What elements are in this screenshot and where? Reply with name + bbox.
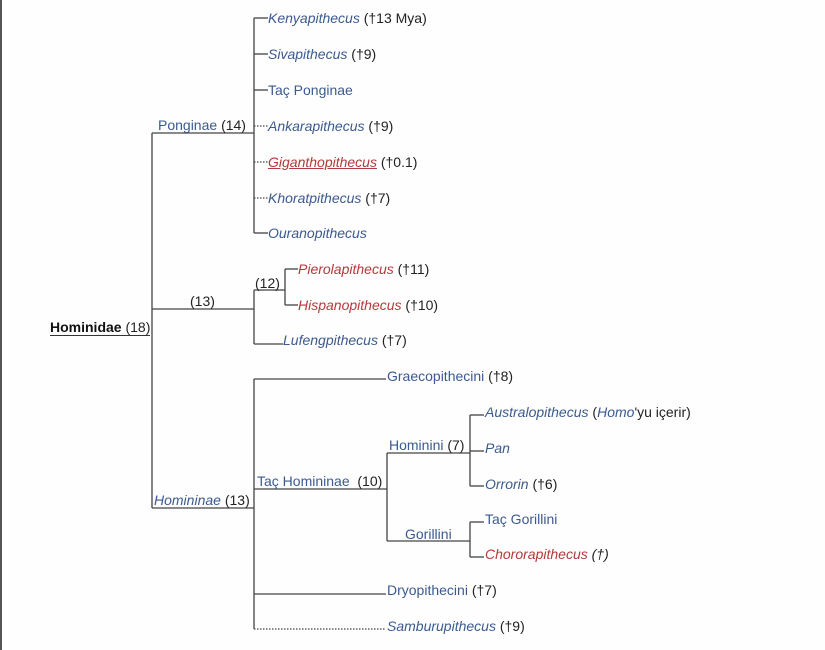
ponginae-name: Ponginae <box>158 117 218 133</box>
frame-border <box>0 0 2 650</box>
clade13-count: (13) <box>190 293 215 309</box>
taxon-name: Kenyapithecus <box>268 10 360 26</box>
root-label: Hominidae (18) <box>50 319 151 336</box>
taxon-note: (†6) <box>532 476 558 492</box>
leaf-orrorin: Orrorin (†6) <box>485 476 557 492</box>
taxon-link[interactable]: Giganthopithecus <box>268 154 377 170</box>
taxon-note: (†7) <box>381 332 407 348</box>
hominini-name: Hominini <box>389 437 444 453</box>
leaf-ankarapithecus: Ankarapithecus (†9) <box>268 118 393 134</box>
leaf-tac-gorillini: Taç Gorillini <box>485 511 557 527</box>
taxon-note: (†9) <box>368 118 394 134</box>
leaf-chororapithecus: Chororapithecus (†) <box>485 546 609 562</box>
taxon-name: Pan <box>485 440 510 456</box>
leaf-khoratpithecus: Khoratpithecus (†7) <box>268 190 390 206</box>
taxon-name: Orrorin <box>485 476 529 492</box>
taxon-name: Pierolapithecus <box>298 261 394 277</box>
ponginae-count: (14) <box>221 117 246 133</box>
root-count: (18) <box>125 319 151 335</box>
taxon-name: Lufengpithecus <box>283 332 378 348</box>
gorillini-label: Gorillini <box>405 526 452 542</box>
leaf-hispanopithecus: Hispanopithecus (†10) <box>298 297 438 313</box>
homininae-label: Homininae (13) <box>154 492 250 508</box>
leaf-samburupithecus: Samburupithecus (†9) <box>387 618 525 634</box>
leaf-dryopithecini: Dryopithecini (†7) <box>387 582 497 598</box>
taxon-name: Taç Ponginae <box>268 82 353 98</box>
taxon-name: Taç Gorillini <box>485 511 558 527</box>
taxon-note: (†13 Mya) <box>363 10 427 26</box>
leaf-pan: Pan <box>485 440 510 456</box>
taxon-name: Chororapithecus <box>485 546 588 562</box>
homininae-count: (13) <box>224 492 250 508</box>
leaf-ouranopithecus: Ouranopithecus <box>268 225 367 241</box>
leaf-sivapithecus: Sivapithecus (†9) <box>268 46 376 62</box>
taxon-note: (†7) <box>471 582 497 598</box>
taxon-note: (†9) <box>499 618 525 634</box>
taxon-name: Ankarapithecus <box>268 118 365 134</box>
taxon-name: Samburupithecus <box>387 618 496 634</box>
crown-homininae-name: Taç Homininae <box>257 473 350 489</box>
taxon-note: (†11) <box>397 261 430 277</box>
taxon-note: (†) <box>591 546 609 562</box>
note-open: ( <box>592 404 598 420</box>
taxon-note: (†7) <box>365 190 391 206</box>
homininae-name: Homininae <box>154 492 221 508</box>
taxon-name: Hispanopithecus <box>298 297 402 313</box>
taxon-name: Sivapithecus <box>268 46 348 62</box>
leaf-giganthopithecus: Giganthopithecus (†0.1) <box>268 154 417 170</box>
taxon-note: (†0.1) <box>380 154 418 170</box>
taxon-note: (Homo'yu içerir) <box>592 404 690 420</box>
taxon-name: Australopithecus <box>485 404 589 420</box>
taxon-note: (†9) <box>351 46 377 62</box>
leaf-tac-ponginae: Taç Ponginae <box>268 82 353 98</box>
hominini-label: Hominini (7) <box>389 437 464 453</box>
note-homo: Homo <box>597 404 635 420</box>
leaf-graecopithecini: Graecopithecini (†8) <box>387 368 513 384</box>
crown-homininae-count: (10) <box>357 473 383 489</box>
clade12-count: (12) <box>255 275 280 291</box>
taxon-note: (†10) <box>405 297 439 313</box>
hominini-count: (7) <box>447 437 465 453</box>
leaf-pierolapithecus: Pierolapithecus (†11) <box>298 261 429 277</box>
crown-homininae-label: Taç Homininae (10) <box>257 473 382 489</box>
ponginae-label: Ponginae (14) <box>158 117 246 133</box>
leaf-kenyapithecus: Kenyapithecus (†13 Mya) <box>268 10 427 26</box>
leaf-australopithecus: Australopithecus (Homo'yu içerir) <box>485 404 691 420</box>
taxon-note: (†8) <box>488 368 514 384</box>
taxon-name: Khoratpithecus <box>268 190 362 206</box>
root-name: Hominidae <box>50 319 122 335</box>
taxon-name: Dryopithecini <box>387 582 468 598</box>
gorillini-name: Gorillini <box>405 526 452 542</box>
note-close: 'yu içerir) <box>634 404 691 420</box>
leaf-lufengpithecus: Lufengpithecus (†7) <box>283 332 407 348</box>
taxon-name: Ouranopithecus <box>268 225 367 241</box>
taxon-name: Graecopithecini <box>387 368 485 384</box>
